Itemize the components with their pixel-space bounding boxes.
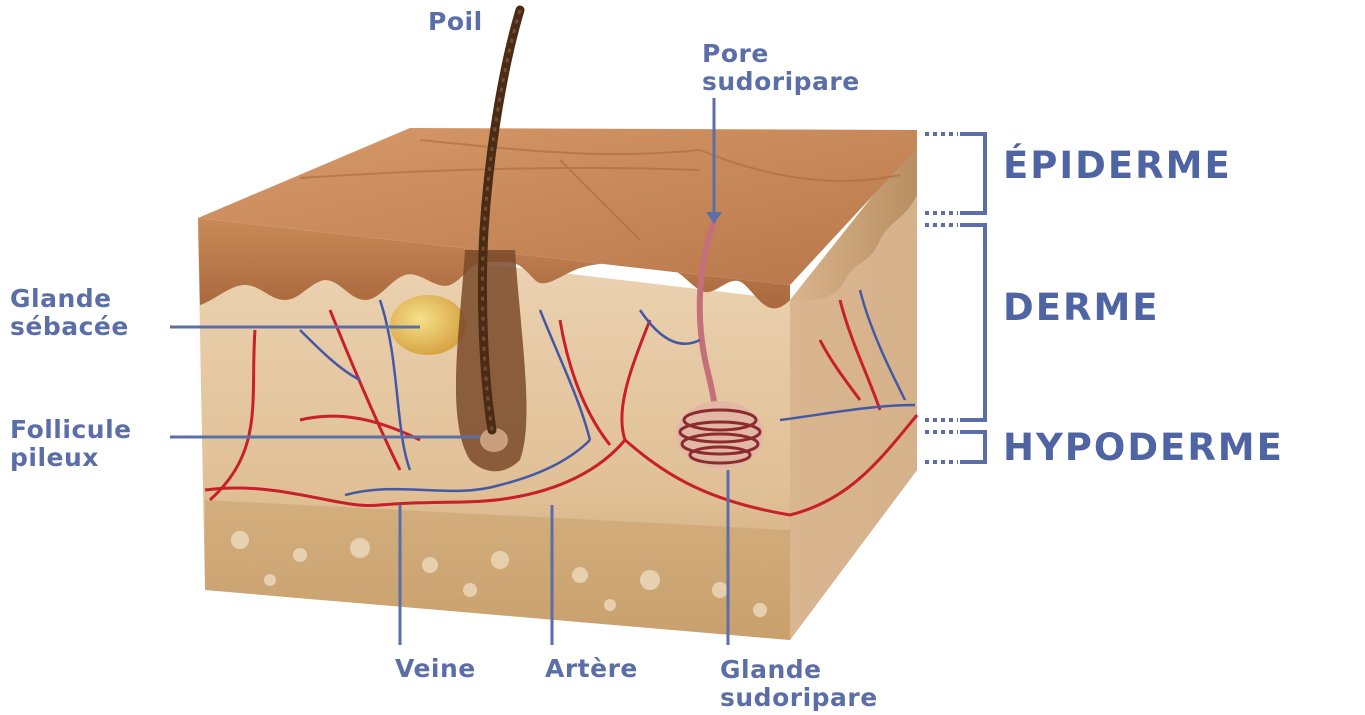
label-follicule-pileux-line1: Follicule xyxy=(10,416,132,444)
layer-label-hypoderme: HYPODERME xyxy=(1003,428,1284,468)
label-glande-sudoripare: Glande sudoripare xyxy=(720,656,878,712)
label-pore-sudoripare-line2: sudoripare xyxy=(702,68,860,96)
layer-label-epiderme: ÉPIDERME xyxy=(1003,146,1232,186)
label-glande-sudoripare-line2: sudoripare xyxy=(720,684,878,712)
label-follicule-pileux-line2: pileux xyxy=(10,444,132,472)
layer-dotted-guides xyxy=(925,134,958,462)
label-pore-sudoripare: Pore sudoripare xyxy=(702,40,860,96)
label-glande-sebacee: Glande sébacée xyxy=(10,285,129,341)
label-glande-sebacee-line2: sébacée xyxy=(10,313,129,341)
label-veine: Veine xyxy=(395,655,476,683)
sweat-gland xyxy=(676,401,764,469)
sebaceous-gland xyxy=(390,295,466,355)
label-follicule-pileux: Follicule pileux xyxy=(10,416,132,472)
layer-brackets xyxy=(960,134,985,462)
label-glande-sebacee-line1: Glande xyxy=(10,285,129,313)
label-pore-sudoripare-line1: Pore xyxy=(702,40,860,68)
label-artere: Artère xyxy=(545,655,638,683)
layer-label-derme: DERME xyxy=(1003,288,1160,328)
label-poil: Poil xyxy=(428,8,483,36)
label-glande-sudoripare-line1: Glande xyxy=(720,656,878,684)
